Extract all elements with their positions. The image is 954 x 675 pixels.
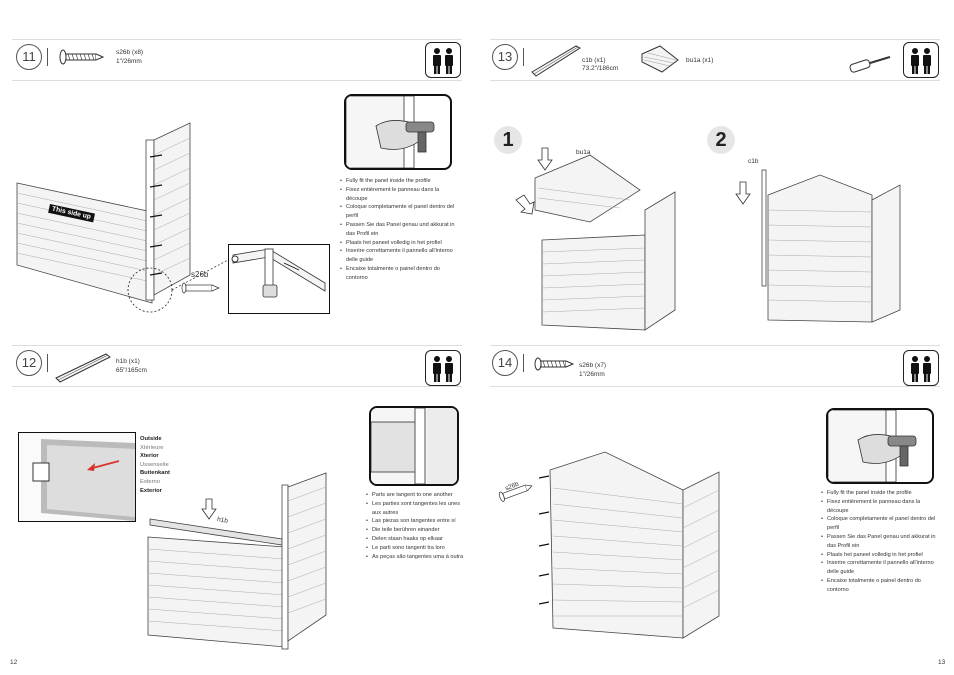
legend-item: Esterno	[140, 478, 160, 485]
instruction-item: Inserire correttamente il pannello all'i…	[340, 247, 456, 265]
part-label: s26b (x7)	[579, 362, 607, 369]
drill-detail-box	[826, 408, 934, 484]
step-14-header	[490, 345, 940, 387]
sub-step-1-badge: 1	[494, 126, 522, 154]
divider	[523, 48, 524, 66]
part-label: s26b (x8)	[116, 49, 144, 56]
two-persons-icon	[903, 350, 939, 386]
two-persons-icon	[903, 42, 939, 78]
step-number: 12	[16, 350, 42, 376]
part-callout: c1b	[748, 158, 759, 165]
part-size: 1"/26mm	[116, 58, 142, 65]
drill-detail-box	[344, 94, 452, 170]
step-number: 11	[16, 44, 42, 70]
instruction-item: Las piezas son tangentes entre sí	[366, 517, 466, 526]
instruction-item: Die teile berühren einander	[366, 526, 466, 535]
profile-h1b-icon	[55, 353, 111, 383]
instruction-item: Encaixe totalmente o painel dentro do co…	[340, 265, 456, 283]
instruction-item: Fully fit the panel inside the profile	[340, 177, 456, 186]
instruction-item: Coloque completamente el panel dentro de…	[821, 515, 939, 533]
step-number: 13	[492, 44, 518, 70]
instruction-item: Coloque completamente el panel dentro de…	[340, 203, 456, 221]
inline-screw-label: s26b	[191, 270, 209, 279]
instruction-item: Le parti sono tangenti tra loro	[366, 544, 466, 553]
part-label: h1b (x1)	[116, 358, 140, 365]
profile-detail-box	[18, 432, 136, 522]
legend-item: Outside	[140, 436, 162, 442]
part-callout: bu1a	[576, 149, 591, 156]
instruction-item: Passen Sie das Panel genau und akkurat i…	[821, 533, 939, 551]
detail-box-zoom	[228, 244, 330, 314]
instruction-item: Fixez entièrement le panneau dans la déc…	[340, 186, 456, 204]
part-label: bu1a (x1)	[686, 57, 714, 64]
part-size: 65"/165cm	[116, 367, 147, 374]
profile-c1b-icon	[531, 45, 582, 77]
legend-item: Buitenkant	[140, 470, 170, 477]
instruction-item: Plaats het paneel volledig in het profie…	[340, 239, 456, 248]
orientation-legend: Outside Xtérieure Xterior Ussenseite Bui…	[140, 435, 170, 495]
sub-step-2-badge: 2	[707, 126, 735, 154]
instruction-item: Fully fit the panel inside the profile	[821, 489, 939, 498]
legend-item: Exterior	[140, 487, 162, 494]
divider	[47, 354, 48, 372]
page-number-left: 12	[10, 659, 18, 666]
step-11-instructions: Fully fit the panel inside the profile F…	[340, 177, 456, 283]
two-persons-icon	[425, 350, 461, 386]
instruction-item: Passen Sie das Panel genau und akkurat i…	[340, 221, 456, 239]
step-12-instructions: Parts are tangent to one another Les par…	[366, 491, 466, 561]
instruction-item: Inserire correttamente il pannello all'i…	[821, 559, 939, 577]
instruction-item: Parts are tangent to one another	[366, 491, 466, 500]
screw-icon	[534, 357, 574, 371]
part-size: 73.2"/186cm	[582, 65, 619, 72]
step-13-illustration	[515, 147, 901, 331]
legend-item: Xtérieure	[140, 444, 164, 451]
two-persons-icon	[425, 42, 461, 78]
legend-item: Xterior	[140, 453, 159, 460]
instruction-item: Plaats het paneel volledig in het profie…	[821, 551, 939, 560]
step-11-illustration	[16, 122, 229, 313]
screwdriver-icon	[849, 56, 891, 73]
part-size: 1"/26mm	[579, 371, 605, 378]
step-13-header	[490, 39, 940, 81]
page-number-right: 13	[938, 659, 946, 666]
instruction-item: Delen staan haaks op elkaar	[366, 535, 466, 544]
step-14-illustration	[498, 451, 720, 639]
divider	[47, 48, 48, 66]
profile-corner-detail	[369, 406, 459, 486]
legend-item: Ussenseite	[140, 461, 169, 468]
instruction-item: Fixez entièrement le panneau dans la déc…	[821, 498, 939, 516]
step-11-header	[12, 39, 462, 81]
step-14-instructions: Fully fit the panel inside the profile F…	[821, 489, 939, 595]
part-label: c1b (x1)	[582, 57, 606, 64]
instruction-item: Les parties sont tangentes les unes aux …	[366, 500, 466, 518]
divider	[523, 354, 524, 372]
instruction-item: Encaixe totalmente o painel dentro do co…	[821, 577, 939, 595]
gable-panel-icon	[641, 45, 679, 73]
screw-icon	[59, 49, 104, 65]
step-number: 14	[492, 350, 518, 376]
step-12-header	[12, 345, 462, 387]
step-12-illustration	[147, 472, 327, 650]
instruction-item: As peças são tangentes uma à outra	[366, 553, 466, 562]
